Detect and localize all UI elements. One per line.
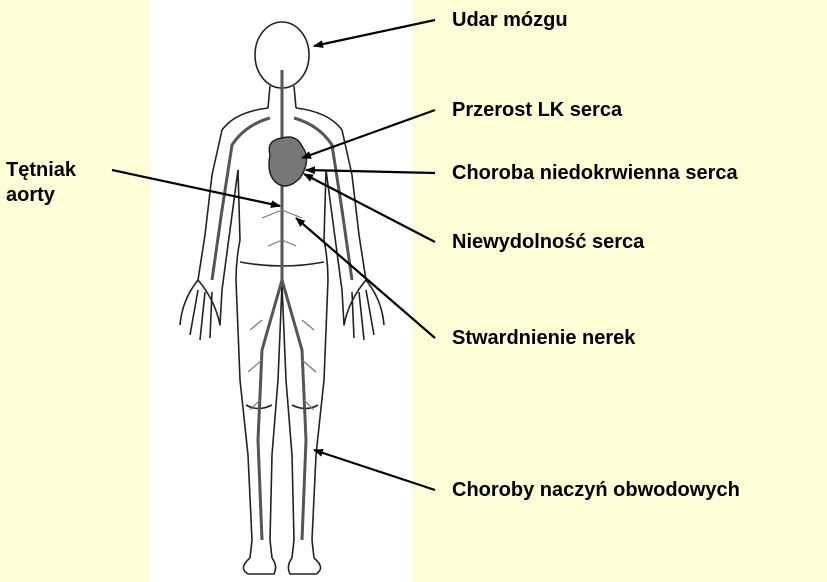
label-stroke: Udar mózgu [452, 8, 568, 33]
label-nephrosclerosis: Stwardnienie nerek [452, 326, 635, 351]
label-heart-failure: Niewydolność serca [452, 230, 644, 255]
label-aneurysm: Tętniak aorty [6, 158, 116, 208]
small-vessels [248, 210, 316, 410]
label-aneurysm-line1: Tętniak [6, 158, 116, 183]
label-peripheral: Choroby naczyń obwodowych [452, 478, 740, 503]
label-lvh: Przerost LK serca [452, 98, 622, 123]
heart-icon [269, 137, 307, 186]
label-ischemic-heart: Choroba niedokrwienna serca [452, 161, 738, 186]
leader-arrows [112, 20, 435, 490]
label-aneurysm-line2: aorty [6, 183, 116, 208]
